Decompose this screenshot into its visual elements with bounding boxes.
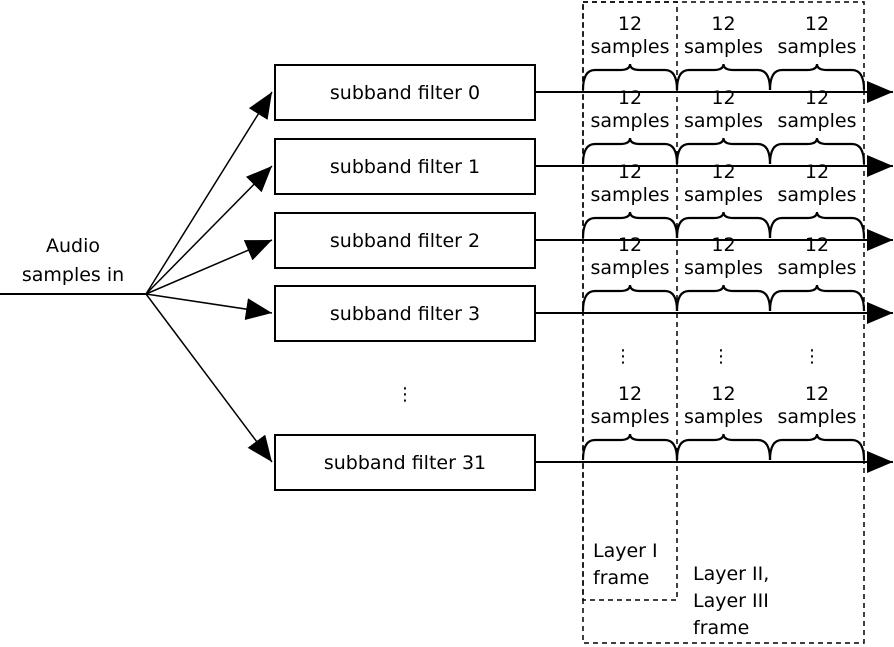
sample-unit-r3-c2: samples bbox=[778, 257, 857, 279]
filter-label-2: subband filter 2 bbox=[330, 230, 480, 252]
filter-label-3: subband filter 3 bbox=[330, 303, 480, 325]
sample-brace-r4-c0 bbox=[581, 433, 679, 461]
filters-ellipsis: ⋮ bbox=[396, 384, 414, 405]
filter-box-31: subband filter 31 bbox=[274, 434, 536, 491]
sample-unit-r2-c0: samples bbox=[591, 184, 670, 206]
fanout-arrow-1 bbox=[145, 165, 273, 295]
groups-ellipsis-col3: ⋮ bbox=[803, 346, 821, 367]
filter-label-31: subband filter 31 bbox=[324, 452, 486, 474]
sample-brace-r4-c1 bbox=[675, 433, 772, 461]
sample-count-r0-c0: 12 bbox=[618, 13, 642, 35]
filter-box-3: subband filter 3 bbox=[274, 285, 536, 342]
sample-brace-r4-c2 bbox=[768, 433, 866, 461]
sample-count-r3-c2: 12 bbox=[805, 234, 829, 256]
sample-brace-r3-c0 bbox=[581, 284, 679, 312]
sample-unit-r1-c0: samples bbox=[591, 110, 670, 132]
layer1-frame-label-line2: frame bbox=[593, 567, 649, 589]
sample-brace-r3-c1 bbox=[675, 284, 772, 312]
sample-brace-r1-c2 bbox=[768, 137, 866, 165]
filter-label-1: subband filter 1 bbox=[330, 156, 480, 178]
sample-brace-r0-c0 bbox=[581, 63, 679, 91]
sample-unit-r0-c1: samples bbox=[684, 36, 763, 58]
sample-brace-r0-c1 bbox=[675, 63, 772, 91]
sample-count-r0-c2: 12 bbox=[805, 13, 829, 35]
groups-ellipsis-col1: ⋮ bbox=[614, 346, 632, 367]
sample-brace-r1-c0 bbox=[581, 137, 679, 165]
fanout-arrow-3 bbox=[145, 293, 273, 321]
sample-count-r2-c1: 12 bbox=[711, 161, 735, 183]
layer23-frame-label-line3: frame bbox=[693, 617, 749, 639]
filter-label-0: subband filter 0 bbox=[330, 82, 480, 104]
layer23-frame-label-line2: Layer III bbox=[693, 590, 769, 612]
sample-brace-r2-c0 bbox=[581, 211, 679, 239]
layer23-frame-box bbox=[582, 1, 865, 644]
sample-unit-r4-c1: samples bbox=[684, 406, 763, 428]
fanout-arrow-2 bbox=[145, 239, 273, 295]
sample-count-r4-c2: 12 bbox=[805, 383, 829, 405]
fanout-arrow-0 bbox=[145, 91, 273, 295]
sample-count-r4-c1: 12 bbox=[711, 383, 735, 405]
sample-groups: 12samples12samples12samples12samples12sa… bbox=[581, 13, 866, 461]
sample-count-r3-c0: 12 bbox=[618, 234, 642, 256]
sample-brace-r0-c2 bbox=[768, 63, 866, 91]
sample-brace-r2-c2 bbox=[768, 211, 866, 239]
sample-unit-r1-c1: samples bbox=[684, 110, 763, 132]
sample-brace-r1-c1 bbox=[675, 137, 772, 165]
sample-unit-r0-c2: samples bbox=[778, 36, 857, 58]
sample-count-r2-c2: 12 bbox=[805, 161, 829, 183]
input-label-line2: samples in bbox=[22, 264, 124, 286]
layer23-frame-label-line1: Layer II, bbox=[693, 563, 769, 585]
sample-count-r1-c1: 12 bbox=[711, 87, 735, 109]
sample-unit-r1-c2: samples bbox=[778, 110, 857, 132]
groups-ellipsis-col2: ⋮ bbox=[712, 346, 730, 367]
sample-unit-r4-c2: samples bbox=[778, 406, 857, 428]
sample-unit-r2-c1: samples bbox=[684, 184, 763, 206]
filter-box-0: subband filter 0 bbox=[274, 64, 536, 121]
sample-count-r1-c2: 12 bbox=[805, 87, 829, 109]
sample-count-r4-c0: 12 bbox=[618, 383, 642, 405]
sample-unit-r3-c0: samples bbox=[591, 257, 670, 279]
fanout-arrow-31 bbox=[145, 293, 273, 463]
sample-brace-r3-c2 bbox=[768, 284, 866, 312]
filter-box-2: subband filter 2 bbox=[274, 212, 536, 269]
input-label-line1: Audio bbox=[46, 235, 100, 257]
sample-brace-r2-c1 bbox=[675, 211, 772, 239]
sample-unit-r0-c0: samples bbox=[591, 36, 670, 58]
sample-count-r0-c1: 12 bbox=[711, 13, 735, 35]
sample-unit-r2-c2: samples bbox=[778, 184, 857, 206]
filter-box-1: subband filter 1 bbox=[274, 138, 536, 195]
sample-count-r1-c0: 12 bbox=[618, 87, 642, 109]
sample-unit-r4-c0: samples bbox=[591, 406, 670, 428]
sample-count-r3-c1: 12 bbox=[711, 234, 735, 256]
sample-count-r2-c0: 12 bbox=[618, 161, 642, 183]
layer1-frame-label-line1: Layer I bbox=[593, 540, 658, 562]
sample-unit-r3-c1: samples bbox=[684, 257, 763, 279]
